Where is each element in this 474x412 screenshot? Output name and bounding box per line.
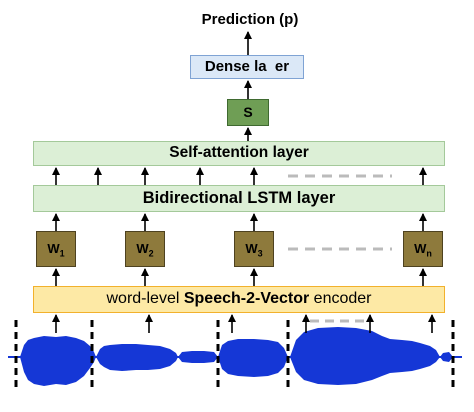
bilstm-output-arrows [52,167,427,185]
word-vector-subscript: n [426,248,432,259]
encoder-output-arrows [52,268,427,286]
dense-layer-box: Dense layer [190,55,304,79]
word-vector-base: W [414,241,427,256]
word-vector-arrows [52,213,427,231]
encoder-label-prefix: word-level [106,290,184,307]
dense-layer-label-suffix: er [274,58,290,75]
bilstm-layer: Bidirectional LSTM layer [33,185,445,212]
prediction-label: Prediction (p) [201,11,299,28]
input-arrows [52,314,436,333]
word-vector-subscript: 1 [59,248,65,259]
waveform-segment-1 [20,336,96,386]
dense-layer-label-hidden: y [266,58,275,75]
word-vector-w1: W1 [36,231,76,267]
waveform-segment-5 [290,327,440,385]
word-vector-base: W [245,241,258,256]
encoder-label-suffix: encoder [309,290,372,307]
speech2vec-encoder: word-level Speech-2-Vector encoder [33,286,445,313]
word-vector-wn: Wn [403,231,443,267]
waveform-segment-6 [440,352,453,362]
waveform-segment-3 [178,351,218,363]
waveform-segment-4 [218,339,288,377]
word-vector-base: W [47,241,60,256]
audio-waveform [8,327,462,386]
word-vector-w2: W2 [125,231,165,267]
word-vector-subscript: 2 [148,248,154,259]
word-vector-w3: W3 [234,231,274,267]
dense-layer-label-prefix: Dense la [204,58,267,75]
self-attention-layer: Self-attention layer [33,141,445,166]
waveform-segment-2 [96,344,178,371]
s-node: S [227,99,269,126]
word-vector-base: W [136,241,149,256]
encoder-label-bold: Speech-2-Vector [183,290,310,307]
word-vector-subscript: 3 [257,248,263,259]
